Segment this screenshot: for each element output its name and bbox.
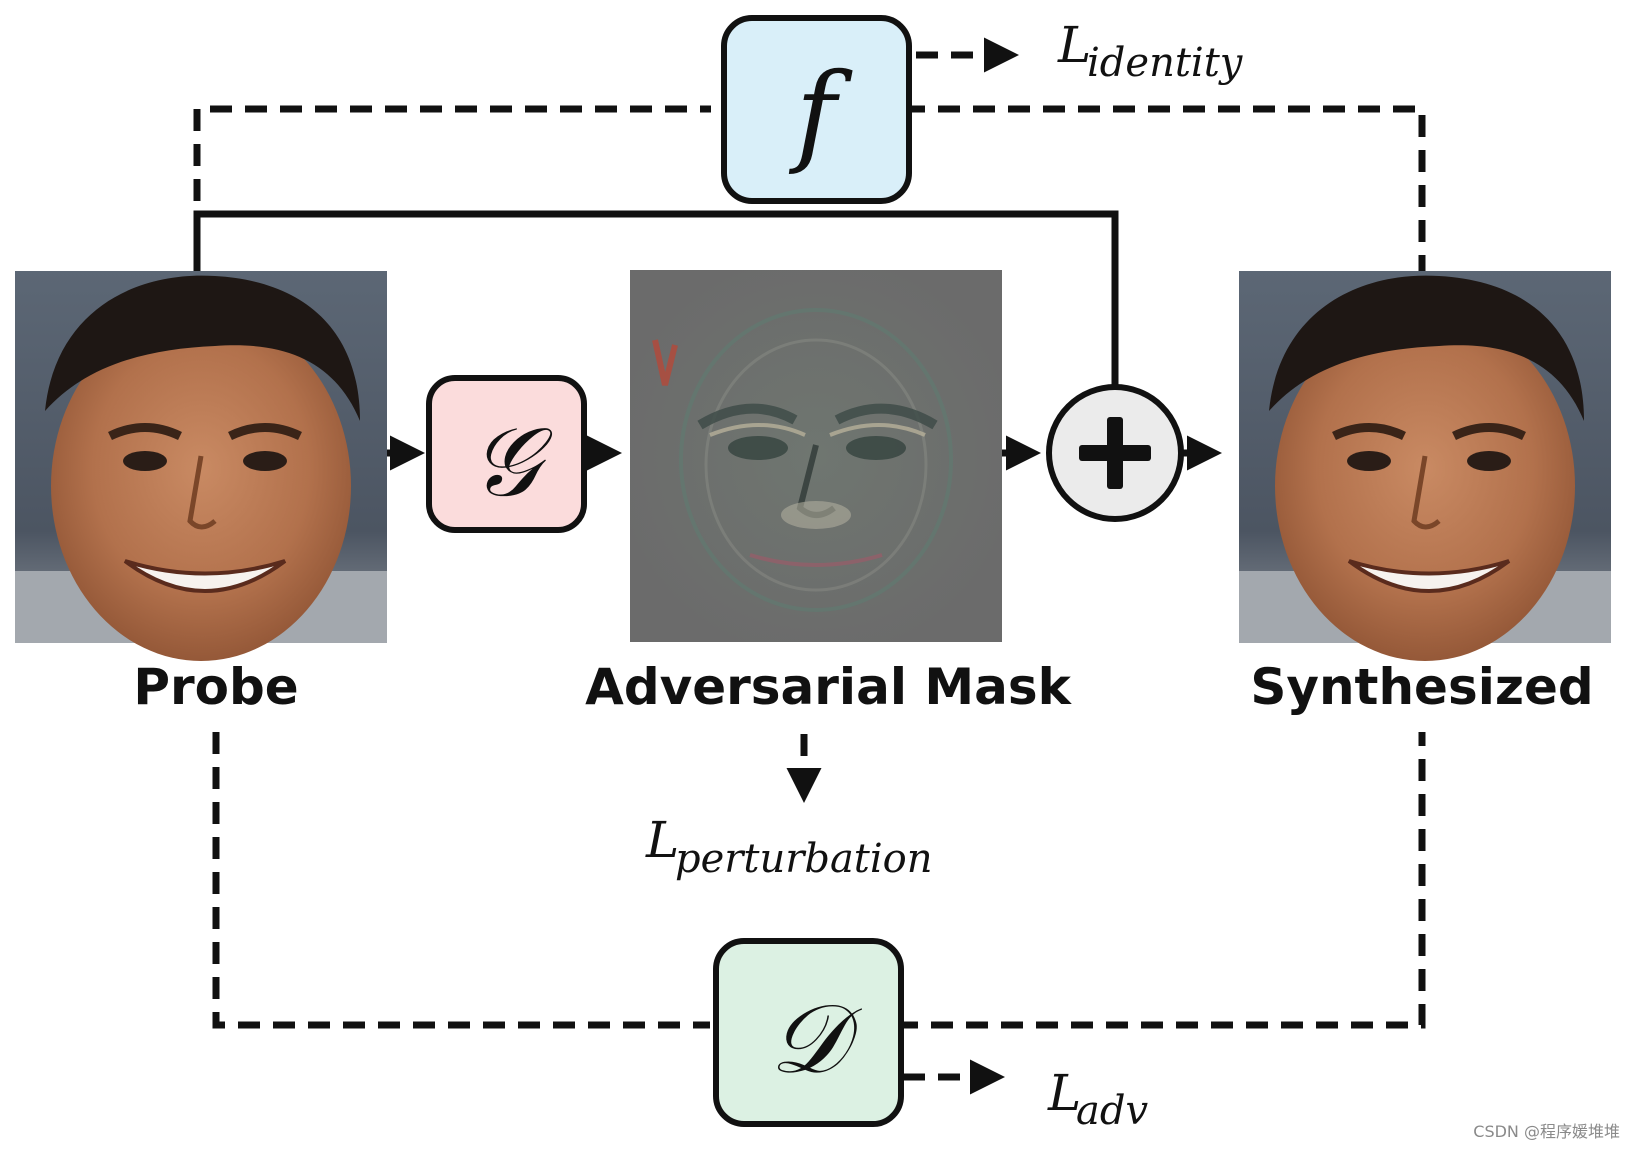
generator-module: 𝒢 [426, 375, 587, 533]
face-recognition-module: f [721, 15, 912, 204]
svg-text:L: L [1057, 16, 1091, 74]
synthesized-caption: Synthesized [1250, 658, 1593, 716]
discriminator-module: 𝒟 [713, 938, 904, 1127]
probe-to-f-dashed-connector [193, 105, 711, 271]
d-to-synthesized-dashed-connector [896, 732, 1426, 1029]
probe-face-image [15, 271, 387, 661]
perturbation-loss-label: L perturbation [645, 811, 933, 882]
synthesized-face-image [1239, 271, 1611, 661]
probe-to-d-dashed-connector [212, 732, 710, 1029]
adversarial-mask-caption: Adversarial Mask [585, 658, 1072, 716]
plus-icon-vertical [1107, 417, 1123, 489]
addition-operator [1046, 384, 1184, 522]
svg-text:identity: identity [1087, 40, 1244, 86]
probe-caption: Probe [133, 658, 298, 716]
svg-text:L: L [1047, 1064, 1081, 1122]
svg-text:adv: adv [1076, 1088, 1148, 1134]
probe-skip-connection [193, 210, 1119, 386]
f-to-synthesized-dashed-connector [903, 105, 1426, 271]
watermark-text: CSDN @程序媛堆堆 [1473, 1122, 1620, 1141]
svg-text:L: L [645, 811, 679, 869]
adv-loss-label: L adv [1047, 1064, 1148, 1134]
adversarial-mask-image [630, 270, 1002, 642]
svg-text:perturbation: perturbation [675, 836, 933, 882]
generator-symbol: 𝒢 [471, 406, 553, 518]
identity-loss-label: L identity [1057, 16, 1244, 86]
